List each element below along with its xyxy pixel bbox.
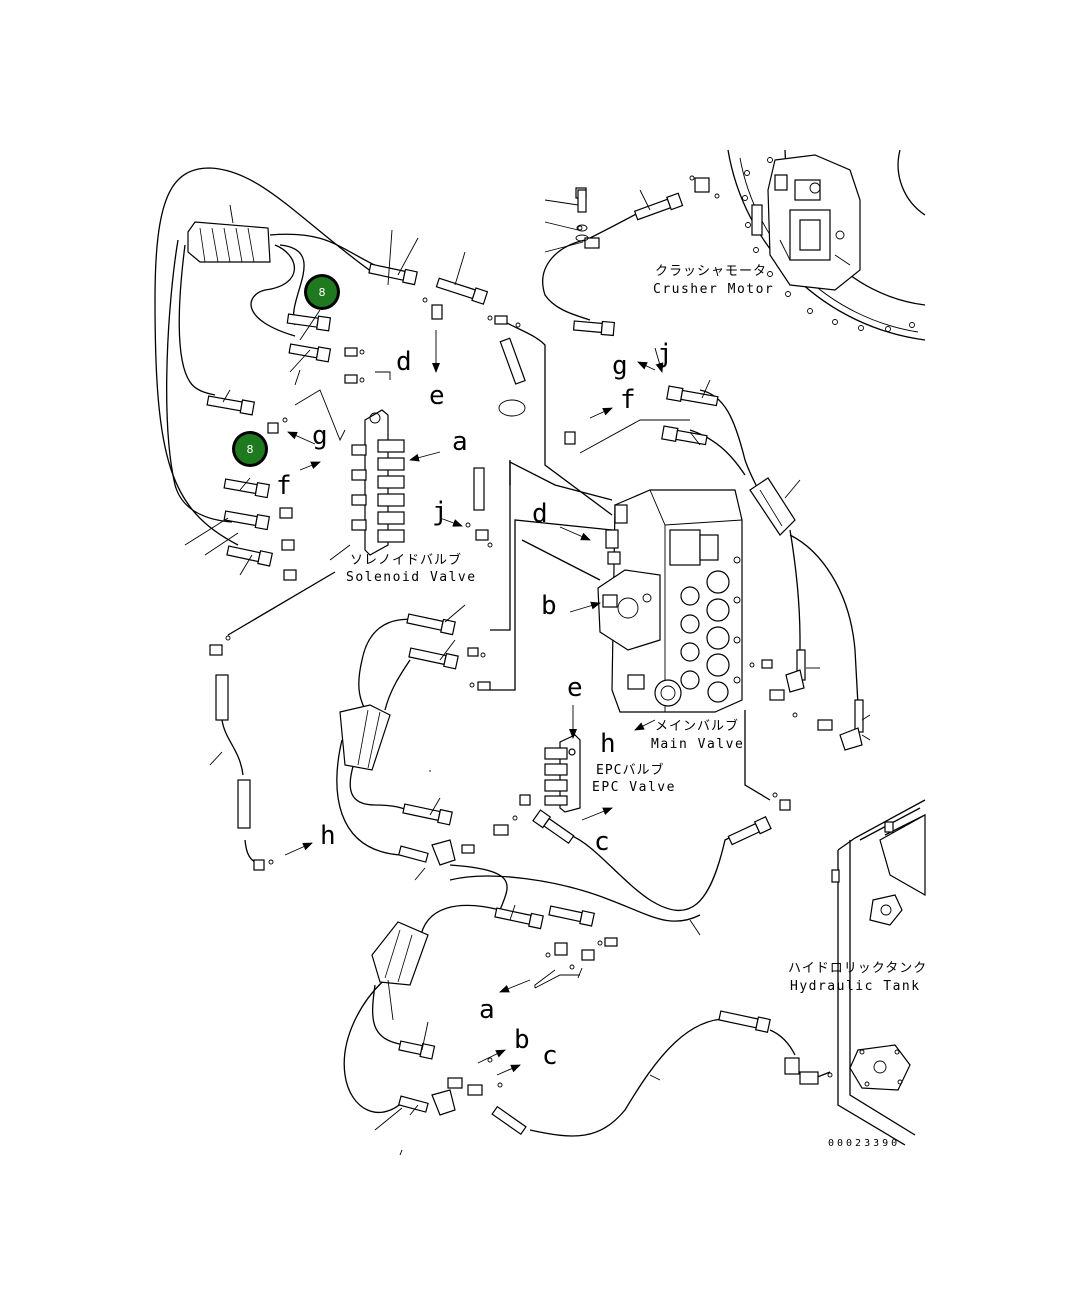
main-valve	[597, 489, 743, 713]
main-valve-bottom-port	[627, 674, 682, 707]
epc-valve-label-en: EPC Valve	[592, 780, 676, 795]
drawing-number: 00023390	[828, 1138, 900, 1149]
main-valve-label-jp: メインバルブ	[655, 718, 739, 734]
letter-e-epc: e	[567, 673, 583, 703]
connection-letters: d e a g f j d b g j f e h c h a b c	[276, 339, 673, 1071]
motor-bolt-circle	[742, 157, 915, 332]
tank-suction-flange	[869, 894, 903, 926]
bolt-and-washers	[498, 189, 589, 417]
letter-j-solenoid: j	[432, 497, 448, 527]
reference-badges: 8 8	[232, 274, 340, 467]
main-valve-label-en: Main Valve	[651, 737, 744, 752]
badge-middle-number: 8	[247, 443, 254, 456]
adapters	[209, 177, 863, 1116]
letter-g-solenoid: g	[312, 421, 328, 451]
component-labels: クラッシャモータ Crusher Motor ソレノイドバルブ Solenoid…	[346, 264, 927, 994]
o-rings	[225, 175, 833, 1088]
letter-d-top: d	[396, 347, 412, 377]
letter-h-main: h	[600, 729, 616, 759]
solenoid-valve-label-jp: ソレノイドバルブ	[350, 552, 462, 568]
solenoid-coils	[351, 412, 405, 543]
hydraulic-tank-label-jp: ハイドロリックタンク	[788, 961, 927, 976]
hydraulic-tank-label-en: Hydraulic Tank	[790, 979, 921, 994]
epc-valve	[544, 734, 581, 813]
callout-leaders	[184, 189, 871, 1156]
badge-top: 8	[304, 274, 340, 310]
letter-b-bottom: b	[514, 1025, 530, 1055]
letter-f-solenoid: f	[276, 471, 292, 501]
letter-f-motor: f	[620, 385, 636, 415]
letter-j-motor: j	[657, 339, 673, 369]
main-valve-spools	[680, 556, 741, 703]
crusher-motor-label-jp: クラッシャモータ	[655, 264, 767, 279]
letter-e-top: e	[429, 381, 445, 411]
letter-a-bottom: a	[479, 995, 495, 1025]
letter-c-epc: c	[594, 827, 610, 857]
letter-a-solenoid: a	[452, 427, 468, 457]
crusher-motor	[727, 149, 926, 341]
epc-valve-label-jp: EPCバルブ	[596, 762, 664, 778]
hose-sleeves	[187, 221, 796, 986]
hydraulic-tank	[831, 799, 926, 1146]
hose-fittings	[206, 192, 864, 1136]
solenoid-valve	[351, 409, 405, 556]
letter-h-left: h	[320, 821, 336, 851]
letter-g-motor: g	[612, 351, 628, 381]
main-valve-side-block	[597, 569, 661, 651]
hose-lines	[154, 167, 859, 1137]
motor-valve-block	[751, 154, 861, 291]
letter-d-main: d	[532, 499, 548, 529]
badge-top-number: 8	[319, 286, 326, 299]
flow-arrows	[284, 330, 664, 1076]
letter-c-bottom: c	[542, 1041, 558, 1071]
solenoid-valve-label-en: Solenoid Valve	[346, 570, 477, 585]
letter-b-main: b	[541, 591, 557, 621]
tank-port-flange	[849, 1044, 911, 1091]
crusher-motor-label-en: Crusher Motor	[653, 282, 774, 297]
badge-middle: 8	[232, 431, 268, 467]
